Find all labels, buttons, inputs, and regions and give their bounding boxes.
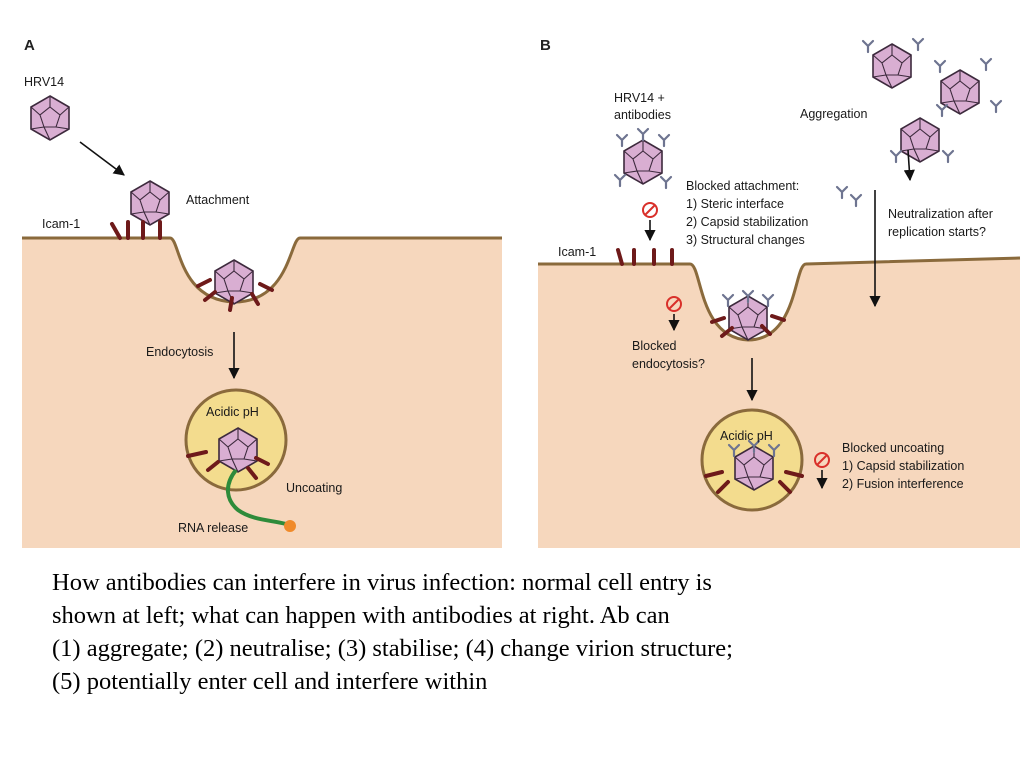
blocked-attachment-item-2: 2) Capsid stabilization	[686, 215, 808, 229]
blocked-attachment-icon	[642, 202, 658, 218]
uncoating-label: Uncoating	[286, 481, 342, 495]
pit-receptors-icon	[196, 278, 274, 312]
panel-b-cell	[538, 258, 1020, 548]
panel-b-endosome-receptors-icon	[704, 470, 804, 494]
blocked-attachment-item-3: 3) Structural changes	[686, 233, 805, 247]
blocked-attachment-item-1: 1) Steric interface	[686, 197, 784, 211]
endocytosis-label: Endocytosis	[146, 345, 213, 359]
endocytosed-virus-icon	[214, 259, 254, 305]
caption-line-2: shown at left; what can happen with anti…	[52, 602, 670, 629]
panel-b-endosome-label: Acidic pH	[720, 429, 773, 443]
blocked-uncoating-item-1: 1) Capsid stabilization	[842, 459, 964, 473]
rna-strand-icon	[226, 468, 287, 526]
panel-b-receptors-icon	[616, 248, 674, 266]
blocked-attachment-title: Blocked attachment:	[686, 179, 799, 193]
virus-label: HRV14	[24, 75, 64, 89]
antibody-virus-icon	[623, 139, 663, 185]
panel-a-cell	[22, 238, 502, 548]
free-virus-icon	[30, 95, 70, 141]
panel-a-letter: A	[24, 37, 35, 54]
neutralization-label-line2: replication starts?	[888, 225, 986, 239]
caption-line-1: How antibodies can interfere in virus in…	[52, 569, 712, 596]
rna-release-label: RNA release	[178, 521, 248, 535]
blocked-uncoating-title: Blocked uncoating	[842, 441, 944, 455]
receptor-label: Icam-1	[42, 217, 80, 231]
antibody-virus-label-line1: HRV14 +	[614, 91, 665, 105]
endosome-label: Acidic pH	[206, 405, 259, 419]
attaching-virus-icon	[130, 180, 170, 226]
blocked-endocytosis-label-line2: endocytosis?	[632, 357, 705, 371]
aggregated-viruses-icon	[861, 37, 1003, 164]
caption-line-4: (5) potentially enter cell and interfere…	[52, 668, 488, 695]
rna-cap-icon	[284, 520, 296, 532]
panel-b-receptor-label: Icam-1	[558, 245, 596, 259]
antibody-virus-label-line2: antibodies	[614, 108, 671, 122]
panel-b-pit-receptors-icon	[710, 314, 786, 338]
free-antibody-icon-2	[835, 185, 849, 200]
attachment-label: Attachment	[186, 193, 250, 207]
blocked-endocytosis-label-line1: Blocked	[632, 339, 677, 353]
panel-b: B	[538, 37, 1021, 548]
blocked-uncoating-item-2: 2) Fusion interference	[842, 477, 964, 491]
approach-arrow	[79, 141, 125, 176]
endosome-receptors-icon	[186, 450, 270, 480]
aggregation-arrow	[903, 149, 915, 182]
caption-line-3: (1) aggregate; (2) neutralise; (3) stabi…	[52, 635, 733, 662]
figure-caption: How antibodies can interfere in virus in…	[52, 566, 1012, 698]
aggregation-label: Aggregation	[800, 107, 867, 121]
free-antibody-icon	[849, 193, 863, 208]
panel-a: A HRV14 At	[22, 37, 502, 548]
panel-b-letter: B	[540, 37, 551, 54]
icam-receptors-icon	[110, 220, 162, 240]
neutralization-label-line1: Neutralization after	[888, 207, 993, 221]
